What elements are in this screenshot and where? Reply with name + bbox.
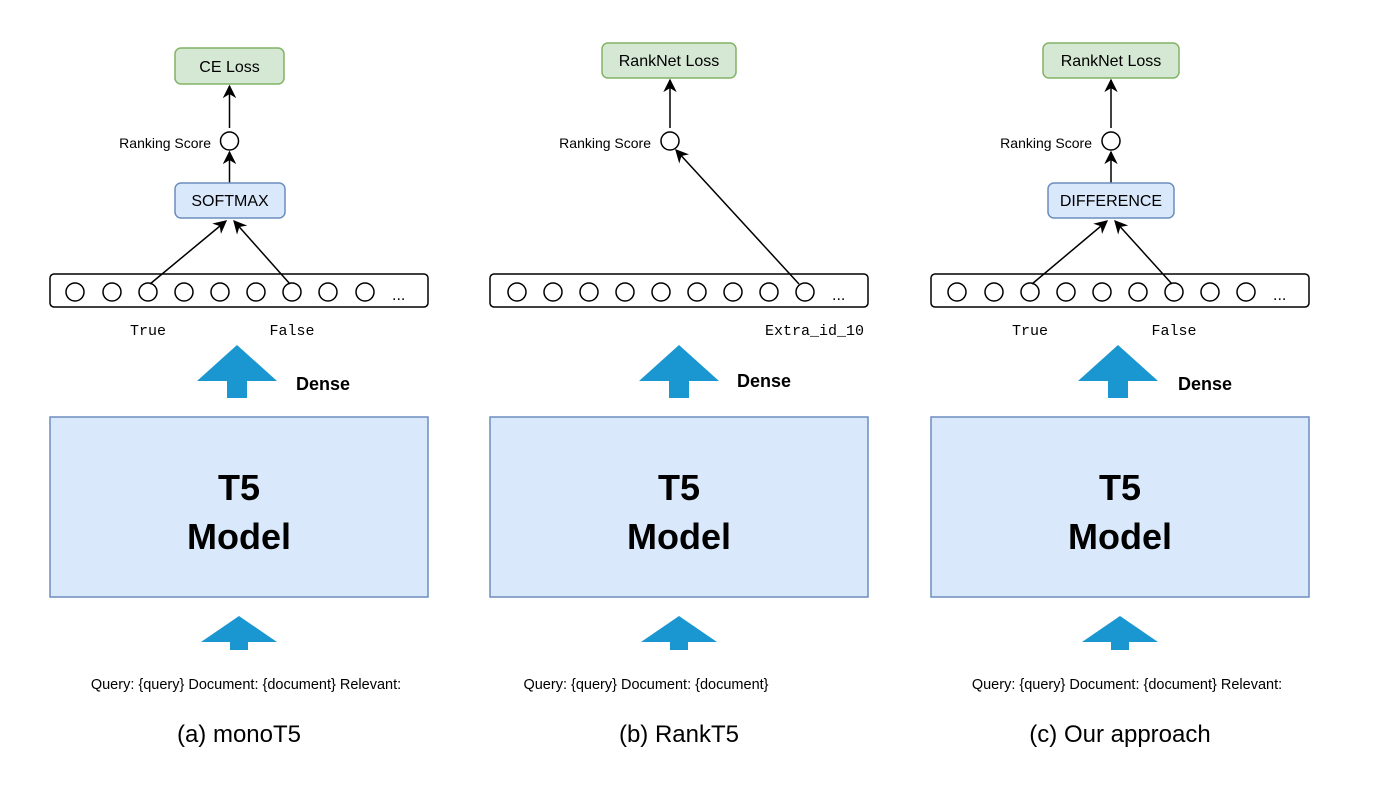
- input-template: Query: {query} Document: {document}: [523, 677, 768, 693]
- ce-loss-box: CE Loss: [174, 47, 285, 85]
- model-label-line1: T5: [1099, 467, 1141, 508]
- vector-node: [210, 282, 230, 302]
- dense-arrow: [1078, 345, 1158, 398]
- true-to-op-arrow: [1031, 220, 1109, 285]
- input-arrow: [1082, 616, 1158, 650]
- vector-node-false: [1164, 282, 1184, 302]
- vector-nodes: [947, 282, 1256, 302]
- vector-node: [246, 282, 266, 302]
- vector-ellipsis: ...: [392, 287, 405, 304]
- vector-node: [1200, 282, 1220, 302]
- token-to-score-arrow: [675, 149, 800, 285]
- vector-node: [174, 282, 194, 302]
- vector-node: [947, 282, 967, 302]
- panel-our-approach: RankNet Loss Ranking Score DIFFERENCE ..…: [930, 42, 1310, 748]
- dense-arrow: [197, 345, 277, 398]
- false-to-op-arrow: [1114, 219, 1173, 285]
- token-label-true: True: [1012, 323, 1048, 340]
- input-arrow: [201, 616, 277, 650]
- loss-label: CE Loss: [199, 59, 259, 76]
- model-label-line2: Model: [187, 516, 291, 557]
- token-label-false: False: [269, 323, 314, 340]
- softmax-box: SOFTMAX: [174, 182, 286, 219]
- ranknet-loss-box: RankNet Loss: [1042, 42, 1180, 79]
- dense-arrow: [639, 345, 719, 398]
- vector-node: [1128, 282, 1148, 302]
- vector-node: [759, 282, 779, 302]
- ranking-score-node: [660, 131, 680, 151]
- input-arrow: [641, 616, 717, 650]
- vector-nodes: [65, 282, 375, 302]
- op-label: DIFFERENCE: [1060, 193, 1162, 210]
- dense-label: Dense: [296, 374, 350, 394]
- panel-caption: (a) monoT5: [177, 721, 301, 748]
- vector-node: [355, 282, 375, 302]
- vector-node: [1236, 282, 1256, 302]
- panel-rankt5: RankNet Loss Ranking Score ... Extra_id_…: [489, 42, 869, 748]
- loss-label: RankNet Loss: [619, 53, 720, 70]
- model-label-line2: Model: [627, 516, 731, 557]
- model-label-line1: T5: [218, 467, 260, 508]
- t5-model-box: [489, 416, 869, 598]
- token-label-extra-id: Extra_id_10: [765, 323, 864, 340]
- vector-nodes: [507, 282, 815, 302]
- t5-model-box: [49, 416, 429, 598]
- vector-node: [543, 282, 563, 302]
- ranking-score-node: [1101, 131, 1121, 151]
- ranking-score-node: [219, 131, 240, 151]
- difference-box: DIFFERENCE: [1047, 182, 1175, 219]
- input-template: Query: {query} Document: {document} Rele…: [972, 677, 1282, 693]
- panel-monot5: CE Loss Ranking Score SOFTMAX ...: [49, 47, 429, 748]
- panel-caption: (b) RankT5: [619, 721, 739, 748]
- op-label: SOFTMAX: [191, 193, 269, 210]
- token-label-true: True: [130, 323, 166, 340]
- vector-ellipsis: ...: [1273, 287, 1286, 304]
- vector-node-false: [282, 282, 302, 302]
- vector-node: [615, 282, 635, 302]
- dense-label: Dense: [737, 371, 791, 391]
- vector-node-true: [138, 282, 158, 302]
- vector-ellipsis: ...: [832, 287, 845, 304]
- panel-caption: (c) Our approach: [1029, 721, 1210, 748]
- vector-node: [102, 282, 122, 302]
- true-to-op-arrow: [149, 220, 228, 285]
- vector-node: [579, 282, 599, 302]
- vector-node: [984, 282, 1004, 302]
- vector-node-extra-id: [795, 282, 815, 302]
- vector-node: [687, 282, 707, 302]
- dense-label: Dense: [1178, 374, 1232, 394]
- vector-node: [1056, 282, 1076, 302]
- token-label-false: False: [1151, 323, 1196, 340]
- input-template: Query: {query} Document: {document} Rele…: [91, 677, 401, 693]
- ranking-score-label: Ranking Score: [559, 135, 651, 151]
- vector-node-true: [1020, 282, 1040, 302]
- ranknet-loss-box: RankNet Loss: [601, 42, 737, 79]
- ranking-score-label: Ranking Score: [1000, 135, 1092, 151]
- vector-node: [1092, 282, 1112, 302]
- vector-node: [651, 282, 671, 302]
- loss-label: RankNet Loss: [1061, 53, 1162, 70]
- vector-node: [318, 282, 338, 302]
- vector-node: [507, 282, 527, 302]
- model-label-line2: Model: [1068, 516, 1172, 557]
- model-label-line1: T5: [658, 467, 700, 508]
- t5-model-box: [930, 416, 1310, 598]
- false-to-op-arrow: [233, 219, 291, 285]
- vector-node: [723, 282, 743, 302]
- vector-node: [65, 282, 85, 302]
- ranking-score-label: Ranking Score: [119, 135, 211, 151]
